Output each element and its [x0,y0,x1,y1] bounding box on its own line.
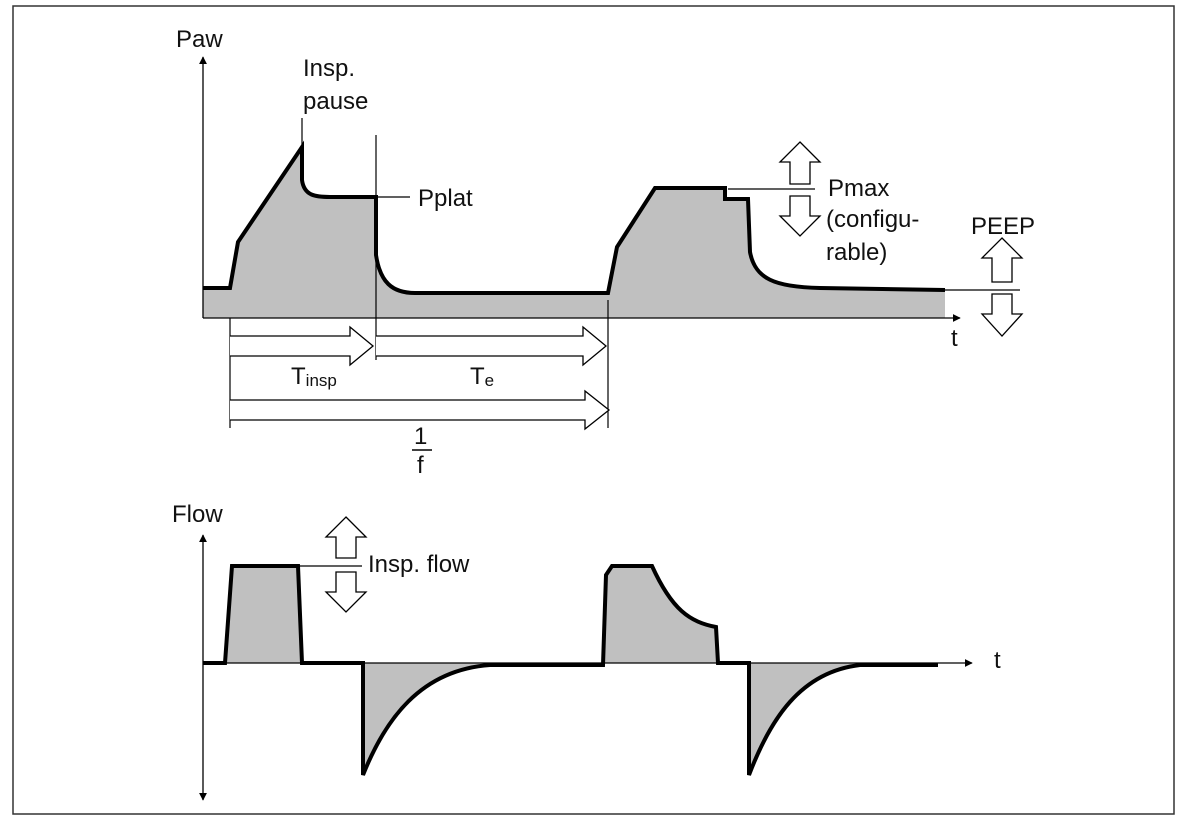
pplat-main: P [418,185,434,212]
up-arrow-icon [778,141,822,185]
up-arrow-icon [980,237,1024,283]
peep-label: PEEP [971,213,1035,240]
figure-frame [12,5,1175,815]
pmax-main: P [828,175,844,202]
down-arrow-icon [324,571,368,613]
pplat-label: Pplat [418,185,473,212]
paw-fill-area [203,147,945,318]
down-arrow-icon [980,293,1024,337]
insp-pause-label-line2: pause [303,88,368,115]
up-arrow-icon [324,516,368,559]
pmax-label: Pmax [828,175,889,202]
flow-x-axis-label: t [994,647,1001,674]
tinsp-main: T [291,363,306,390]
pmax-label-line2: (configu- [826,206,919,233]
tinsp-label: Tinsp [291,363,337,390]
paw-chart: Paw t Insp. pause Pplat Pmax (configu- r… [176,26,1035,479]
flow-chart: Flow t Insp. flow [172,501,1001,801]
te-sub: e [485,371,494,390]
pmax-label-line3: rable) [826,239,887,266]
flow-y-axis-label: Flow [172,501,223,528]
flow-fill-exp2 [749,663,860,775]
flow-fill-insp1 [225,566,302,663]
down-arrow-icon [778,195,822,237]
paw-x-axis-label: t [951,325,958,352]
insp-pause-label-line1: Insp. [303,55,355,82]
period-arrow [230,389,611,431]
pmax-sub: max [844,175,889,202]
te-main: T [470,363,485,390]
te-arrow [376,325,608,367]
paw-curve [203,140,946,295]
flow-fill-exp1 [363,663,490,775]
freq-denominator: f [417,452,424,479]
tinsp-sub: insp [306,371,337,390]
pplat-sub: plat [434,185,473,212]
paw-y-axis-label: Paw [176,26,223,53]
insp-flow-label: Insp. flow [368,551,470,578]
flow-curve [203,564,938,776]
freq-numerator: 1 [414,423,427,450]
te-label: Te [470,363,494,390]
flow-fill-insp2 [603,566,718,663]
tinsp-arrow [230,325,375,367]
